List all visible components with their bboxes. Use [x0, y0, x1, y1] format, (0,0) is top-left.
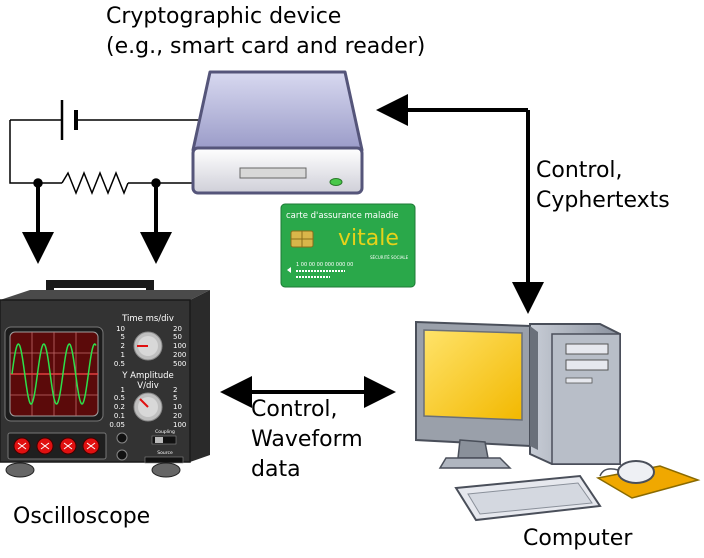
computer-label: Computer	[523, 526, 633, 551]
amp-dial-tick-right: 10	[173, 403, 182, 411]
amp-dial-tick-right: 2	[173, 386, 177, 394]
amp-dial-unit: V/div	[137, 381, 158, 391]
card-reader-icon	[191, 70, 364, 195]
time-dial-tick-right: 20	[173, 325, 182, 333]
control-cyphertexts-label: Control, Cyphertexts	[536, 156, 670, 216]
time-dial-tick-left: 10	[116, 325, 125, 333]
computer-icon	[415, 320, 701, 522]
card-small-text: SÉCURITÉ SOCIALE	[370, 255, 409, 260]
control-cyphertexts-line1: Control,	[536, 158, 623, 183]
control-waveform-line1: Control,	[251, 397, 338, 422]
coupling-label: Coupling	[155, 429, 175, 435]
control-cyphertexts-line2: Cyphertexts	[536, 188, 670, 213]
amp-dial-tick-right: 20	[173, 412, 182, 420]
crypto-device-label-line2: (e.g., smart card and reader)	[106, 34, 426, 59]
time-dial-title: Time ms/div	[121, 314, 174, 324]
oscilloscope-label: Oscilloscope	[13, 504, 151, 529]
amp-dial-tick-left: 1	[121, 386, 125, 394]
control-waveform-line3: data	[251, 457, 301, 482]
probe-arrows	[22, 185, 172, 264]
amp-dial-tick-right: 5	[173, 394, 177, 402]
time-dial-tick-right: 200	[173, 351, 186, 359]
waveform-trace	[11, 343, 97, 405]
control-waveform-line2: Waveform	[251, 427, 363, 452]
crypto-device-label-line1: Cryptographic device	[106, 4, 342, 29]
time-dial-tick-left: 2	[121, 342, 125, 350]
amp-dial-title: Y Amplitude	[121, 371, 173, 381]
crypto-device-label: Cryptographic device (e.g., smart card a…	[106, 2, 425, 62]
resistor-icon	[61, 170, 129, 196]
amp-dial-tick-left: 0.5	[114, 394, 125, 402]
control-waveform-label: Control, Waveform data	[251, 395, 363, 485]
card-number: 1 00 00 00 000 000 00	[296, 262, 353, 268]
time-dial-tick-left: 0.5	[114, 360, 125, 368]
arrow-reader-computer	[376, 94, 544, 314]
amp-dial-tick-right: 100	[173, 421, 186, 429]
circuit	[9, 100, 200, 196]
time-dial-tick-left: 1	[121, 351, 125, 359]
source-label: Source	[157, 450, 173, 456]
card-brand: vitale	[338, 226, 399, 251]
time-dial-tick-right: 100	[173, 342, 186, 350]
time-dial-tick-right: 500	[173, 360, 186, 368]
smart-card-icon: carte d'assurance maladie vitale SÉCURIT…	[280, 203, 416, 288]
amp-dial-tick-left: 0.1	[114, 412, 125, 420]
amp-dial-tick-left: 0.05	[109, 421, 125, 429]
card-header: carte d'assurance maladie	[286, 211, 399, 221]
time-dial-tick-right: 50	[173, 333, 182, 341]
amp-dial-tick-left: 0.2	[114, 403, 125, 411]
time-dial-tick-left: 5	[121, 333, 125, 341]
